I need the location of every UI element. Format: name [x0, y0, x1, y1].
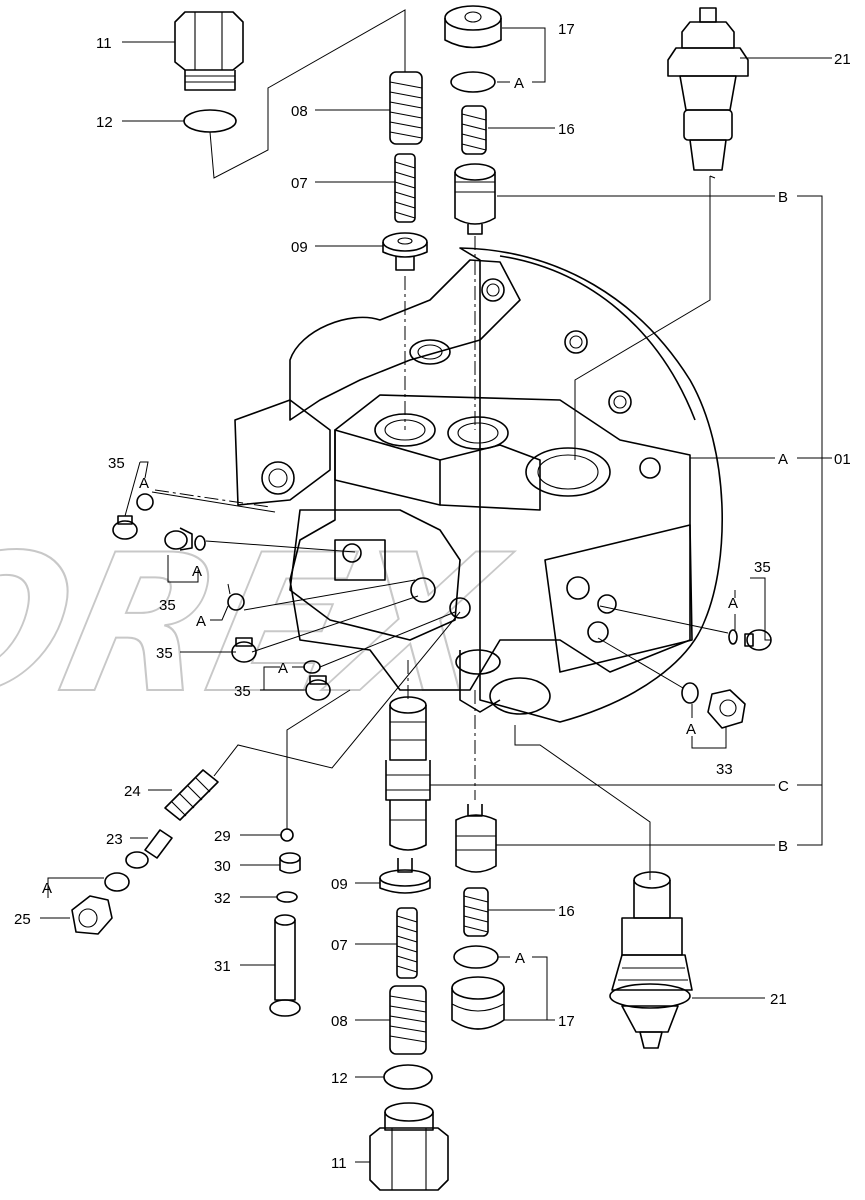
part-labels: 11 12 08 07 09 17 16 21 01 35 35 35 35 3… [14, 21, 851, 1172]
plug-17-bottom [451, 976, 505, 1030]
plug-11-top [174, 11, 244, 91]
plug-33 [681, 682, 746, 729]
screw-23 [125, 829, 173, 869]
label-25: 25 [14, 911, 31, 928]
label-33: 33 [716, 761, 733, 778]
o-ring-17-top [450, 71, 496, 93]
o-ring-12-top [183, 109, 237, 133]
label-35-d: 35 [234, 683, 251, 700]
ref-A-10: A [515, 950, 525, 967]
o-ring-12-bottom [383, 1064, 433, 1090]
poppet-bottom [455, 804, 497, 873]
relief-valve-21-bottom [609, 871, 693, 1049]
label-07-bottom: 07 [331, 937, 348, 954]
label-16-bottom: 16 [558, 903, 575, 920]
label-24: 24 [124, 783, 141, 800]
label-23: 23 [106, 831, 123, 848]
o-ring-a2 [194, 535, 206, 551]
reference-labels: A B A A A A A A A C B A A [42, 75, 789, 967]
label-09-bottom: 09 [331, 876, 348, 893]
center-lines [154, 236, 476, 800]
ref-A-4: A [192, 563, 202, 580]
spring-24 [164, 769, 219, 821]
label-09-top: 09 [291, 239, 308, 256]
ref-A-8: A [686, 721, 696, 738]
o-ring-17-bottom [453, 945, 499, 969]
ball-29 [280, 828, 294, 842]
leader-lines [40, 9, 832, 1163]
ref-A-7: A [728, 595, 738, 612]
label-17-bottom: 17 [558, 1013, 575, 1030]
o-ring-a5 [728, 629, 738, 645]
ref-B-2: B [778, 838, 788, 855]
watermark-text: OREX [0, 515, 522, 736]
o-ring-a6 [104, 872, 130, 892]
label-21-bottom: 21 [770, 991, 787, 1008]
o-ring-32 [276, 891, 298, 903]
label-31: 31 [214, 958, 231, 975]
label-01: 01 [834, 451, 851, 468]
label-35-c: 35 [156, 645, 173, 662]
plug-35-b [164, 527, 193, 551]
ref-A-3: A [139, 475, 149, 492]
plug-11-bottom [369, 1102, 449, 1191]
ref-A-6: A [278, 660, 288, 677]
label-29: 29 [214, 828, 231, 845]
pin-31 [269, 914, 301, 1017]
ref-B-1: B [778, 189, 788, 206]
label-16-top: 16 [558, 121, 575, 138]
ref-C-1: C [778, 778, 789, 795]
spring-07-top [394, 153, 416, 223]
label-21-top: 21 [834, 51, 851, 68]
label-11-top: 11 [96, 35, 112, 52]
label-07-top: 07 [291, 175, 308, 192]
relief-valve-21-top [667, 7, 749, 171]
spring-16-top [461, 105, 487, 155]
label-32: 32 [214, 890, 231, 907]
label-35-b: 35 [159, 597, 176, 614]
ref-A-2: A [778, 451, 788, 468]
ball-a1 [136, 493, 154, 511]
plug-25 [71, 895, 113, 935]
label-08-top: 08 [291, 103, 308, 120]
plug-17-top [444, 5, 502, 49]
spring-16-bottom [463, 887, 489, 937]
seat-09-bottom [379, 858, 431, 894]
label-12-bottom: 12 [331, 1070, 348, 1087]
ref-A-1: A [514, 75, 524, 92]
ref-A-9: A [42, 880, 52, 897]
poppet-top [454, 163, 496, 235]
label-08-bottom: 08 [331, 1013, 348, 1030]
label-12-top: 12 [96, 114, 113, 131]
seat-09-top [382, 232, 428, 271]
label-30: 30 [214, 858, 231, 875]
spring-08-bottom [389, 985, 427, 1055]
spring-08-top [389, 71, 423, 145]
label-17-top: 17 [558, 21, 575, 38]
plug-35-a [112, 515, 138, 540]
ref-A-5: A [196, 613, 206, 630]
label-35-e: 35 [754, 559, 771, 576]
label-11-bottom: 11 [331, 1155, 347, 1172]
label-35-a: 35 [108, 455, 125, 472]
part-30 [279, 852, 301, 874]
spring-07-bottom [396, 907, 418, 979]
ball-a3 [227, 593, 245, 611]
